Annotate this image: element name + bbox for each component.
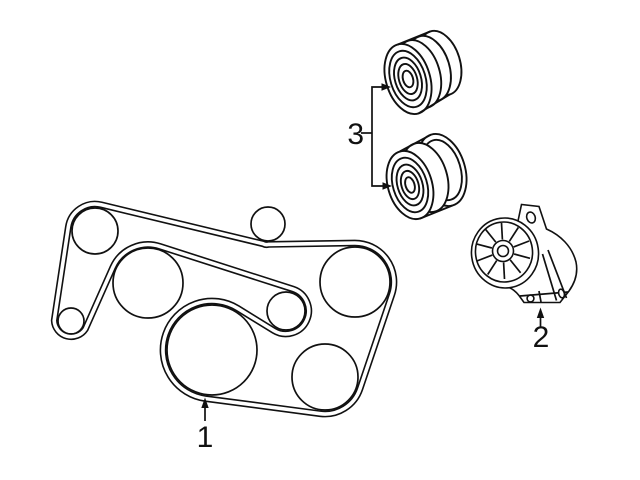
tensioner-mount-hole [557,288,566,299]
pulley-circle-mid-left [112,247,184,319]
lower-pulley-ring-1 [390,156,430,214]
drive-belt-illustration [50,200,398,418]
pulley-circle-center-small [266,291,306,331]
idler-pulley-upper [383,29,463,115]
tensioner-foot-hole [526,294,535,303]
tensioner-pulley-spokes [475,222,531,280]
idler-pulley-lower [385,133,468,221]
tensioner-illustration [470,203,578,304]
tensioner-tab-hole [525,211,537,224]
lower-pulley-bottom-edge [419,204,454,220]
callout-2: 2 [533,307,550,354]
belt-ribbon [50,200,398,418]
upper-pulley-top-edge [397,30,431,46]
upper-pulley-bottom-edge [418,93,451,115]
lower-pulley-ring-2 [395,163,425,207]
pulley-circle-right [319,246,391,318]
pulley-circle-crankshaft [166,304,258,396]
upper-pulley-ring-1 [388,49,428,109]
callout-3-bracket [371,86,383,187]
callout-3-arrowhead-lower [382,182,392,190]
callout-1-label[interactable]: 1 [197,421,214,454]
tensioner-pulley [470,217,540,289]
pulley-circle-top-idler [250,206,286,242]
callout-2-label[interactable]: 2 [533,321,550,354]
callout-3: 3 [347,83,392,190]
callout-1-arrowhead [201,397,209,408]
pulley-circle-top-left [71,207,119,255]
callout-2-arrowhead [536,307,545,318]
lower-pulley-top-edge [399,133,432,153]
upper-pulley-ring-3 [397,62,419,96]
lower-pulley-hub-bore [404,176,416,194]
tensioner-hub-bore [496,244,510,258]
tensioner-foot-rib [538,290,542,303]
callout-3-arrowhead-upper [381,83,391,91]
pulley-circle-bottom-right [291,343,359,411]
belt-pulley-circles [57,206,391,411]
callout-3-label[interactable]: 3 [347,118,364,151]
belt-core [52,202,396,416]
callout-1: 1 [197,397,214,454]
upper-pulley-ring-2 [393,56,423,102]
upper-pulley-hub-bore [401,69,415,89]
lower-pulley-ring-3 [399,169,421,201]
